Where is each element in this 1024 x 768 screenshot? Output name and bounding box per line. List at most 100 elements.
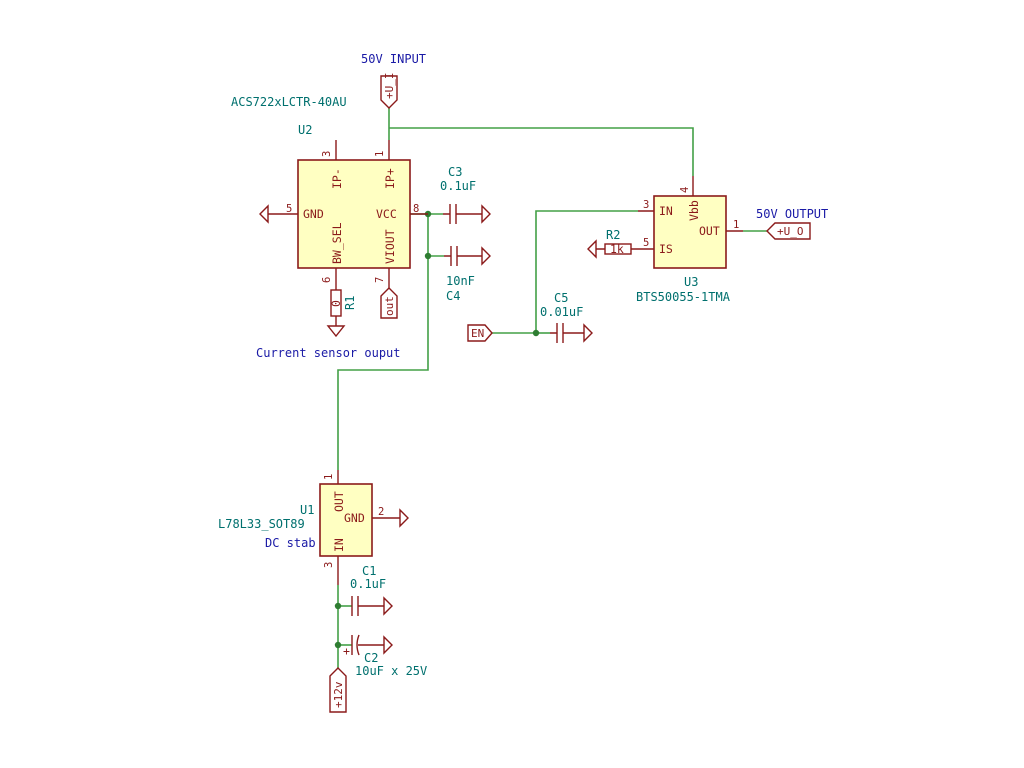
c4-gnd-symbol (481, 246, 491, 266)
u1-gnd-symbol (399, 508, 409, 528)
wires (337, 108, 767, 668)
u3-pinnum-1: 1 (733, 219, 739, 231)
wire-input-to-u3-vbb (389, 127, 694, 176)
note-output: 50V OUTPUT (756, 207, 828, 221)
c4-capacitor[interactable]: 10nF C4 (444, 246, 491, 303)
u2-value: ACS722xLCTR-40AU (231, 95, 347, 109)
port-out[interactable]: out (380, 287, 398, 319)
u3-pinnum-3: 3 (643, 199, 649, 211)
port-u-i[interactable]: +U_I (380, 73, 398, 109)
junction-en (532, 329, 540, 337)
c2-symbol (351, 634, 384, 656)
c1-capacitor[interactable]: C1 0.1uF (350, 564, 393, 616)
r2-body (604, 243, 632, 255)
c1-ref: C1 (362, 564, 376, 578)
port-12v[interactable]: +12v (329, 667, 347, 713)
wire-vcc-to-c4 (427, 214, 444, 257)
u2-pinnum-3: 3 (321, 151, 333, 157)
u2-pinnum-5: 5 (286, 203, 292, 215)
c2-gnd-symbol (383, 635, 393, 655)
port-12v-label: +12v (332, 681, 345, 708)
port-en-shape (467, 324, 493, 342)
u1-ic[interactable]: OUT GND IN 1 2 3 (319, 470, 400, 585)
u2-pin-bwsel: BW_SEL (330, 222, 344, 264)
u1-ref: U1 (300, 503, 314, 517)
wire-vcc-to-u1-out (337, 256, 429, 470)
c4-ref: C4 (446, 289, 460, 303)
port-u-i-label: +U_I (383, 73, 396, 100)
c5-gnd-symbol (583, 323, 593, 343)
u1-pinnum-2: 2 (378, 506, 384, 518)
junction-c1 (334, 602, 342, 610)
u3-pin-vbb: Vbb (687, 200, 701, 221)
c1-gnd-symbol (383, 596, 393, 616)
port-u-o-shape (766, 222, 811, 240)
junction-c2 (334, 641, 342, 649)
c3-capacitor[interactable]: C3 0.1uF (440, 165, 491, 224)
u3-pin-is: IS (659, 242, 673, 256)
u3-value: BTS50055-1TMA (636, 290, 731, 304)
port-u-o-label: +U_O (777, 225, 804, 238)
r2-ref: R2 (606, 228, 620, 242)
u2-pinnum-7: 7 (374, 277, 386, 283)
c5-capacitor[interactable]: C5 0.01uF (540, 291, 593, 343)
u1-pins (337, 470, 400, 585)
u1-pin-gnd: GND (344, 511, 365, 525)
c2-capacitor[interactable]: + C2 10uF x 25V (343, 634, 427, 678)
u1-pin-in: IN (332, 538, 346, 552)
c4-value: 10nF (446, 274, 475, 288)
r1-resistor[interactable]: 0 R1 (329, 289, 357, 326)
c3-gnd-symbol (481, 204, 491, 224)
wire-en-to-u3-in (492, 210, 638, 334)
u3-body (653, 195, 727, 269)
u2-pinnum-8: 8 (413, 203, 419, 215)
u1-body (319, 483, 373, 557)
u2-ref: U2 (298, 123, 312, 137)
port-12v-shape (329, 667, 347, 713)
u2-pin-ipp: IP+ (383, 168, 397, 189)
u1-pinnum-1: 1 (323, 474, 335, 480)
r1-gnd-symbol (326, 325, 346, 338)
u2-pins (268, 140, 428, 290)
c5-ref: C5 (554, 291, 568, 305)
u2-body (297, 159, 411, 269)
c5-symbol (550, 323, 584, 343)
c2-value: 10uF x 25V (355, 664, 427, 678)
port-out-label: out (383, 296, 396, 316)
c4-symbol (444, 246, 482, 266)
u3-pinnum-5: 5 (643, 237, 649, 249)
c2-ref: C2 (364, 651, 378, 665)
c1-symbol (351, 596, 384, 616)
c3-symbol (443, 204, 482, 224)
note-input: 50V INPUT (361, 52, 426, 66)
u3-pinnum-4: 4 (679, 187, 691, 193)
u3-pin-out: OUT (699, 224, 720, 238)
r2-resistor[interactable]: 1k R2 (596, 228, 638, 256)
port-en-label: EN (471, 327, 484, 340)
port-u-i-shape (380, 75, 398, 109)
c5-value: 0.01uF (540, 305, 583, 319)
u2-pin-gnd: GND (303, 207, 324, 221)
u3-ic[interactable]: IN IS Vbb OUT 3 5 4 1 (638, 176, 743, 269)
r1-ref: R1 (343, 296, 357, 310)
u2-pin-viout: VIOUT (383, 229, 397, 264)
u2-pinnum-1: 1 (374, 151, 386, 157)
port-out-shape (380, 287, 398, 319)
u1-pin-out: OUT (332, 491, 346, 512)
junction-c4 (424, 252, 432, 260)
note-dcstab: DC stab (265, 536, 316, 550)
u2-pinnum-6: 6 (321, 277, 333, 283)
u2-ic[interactable]: IP- IP+ GND VCC BW_SEL VIOUT 3 1 5 8 6 7 (268, 140, 428, 290)
u2-pin-vcc: VCC (376, 207, 397, 221)
port-u-o[interactable]: +U_O (766, 222, 811, 240)
u2-pin-ipm: IP- (330, 168, 344, 189)
c2-polarity: + (343, 644, 350, 658)
u2-gnd-symbol (259, 204, 269, 224)
u3-pin-in: IN (659, 204, 673, 218)
u1-pinnum-3: 3 (323, 562, 335, 568)
r2-value: 1k (610, 242, 624, 256)
r2-gnd-symbol (587, 239, 597, 259)
c3-ref: C3 (448, 165, 462, 179)
port-en[interactable]: EN (467, 324, 493, 342)
